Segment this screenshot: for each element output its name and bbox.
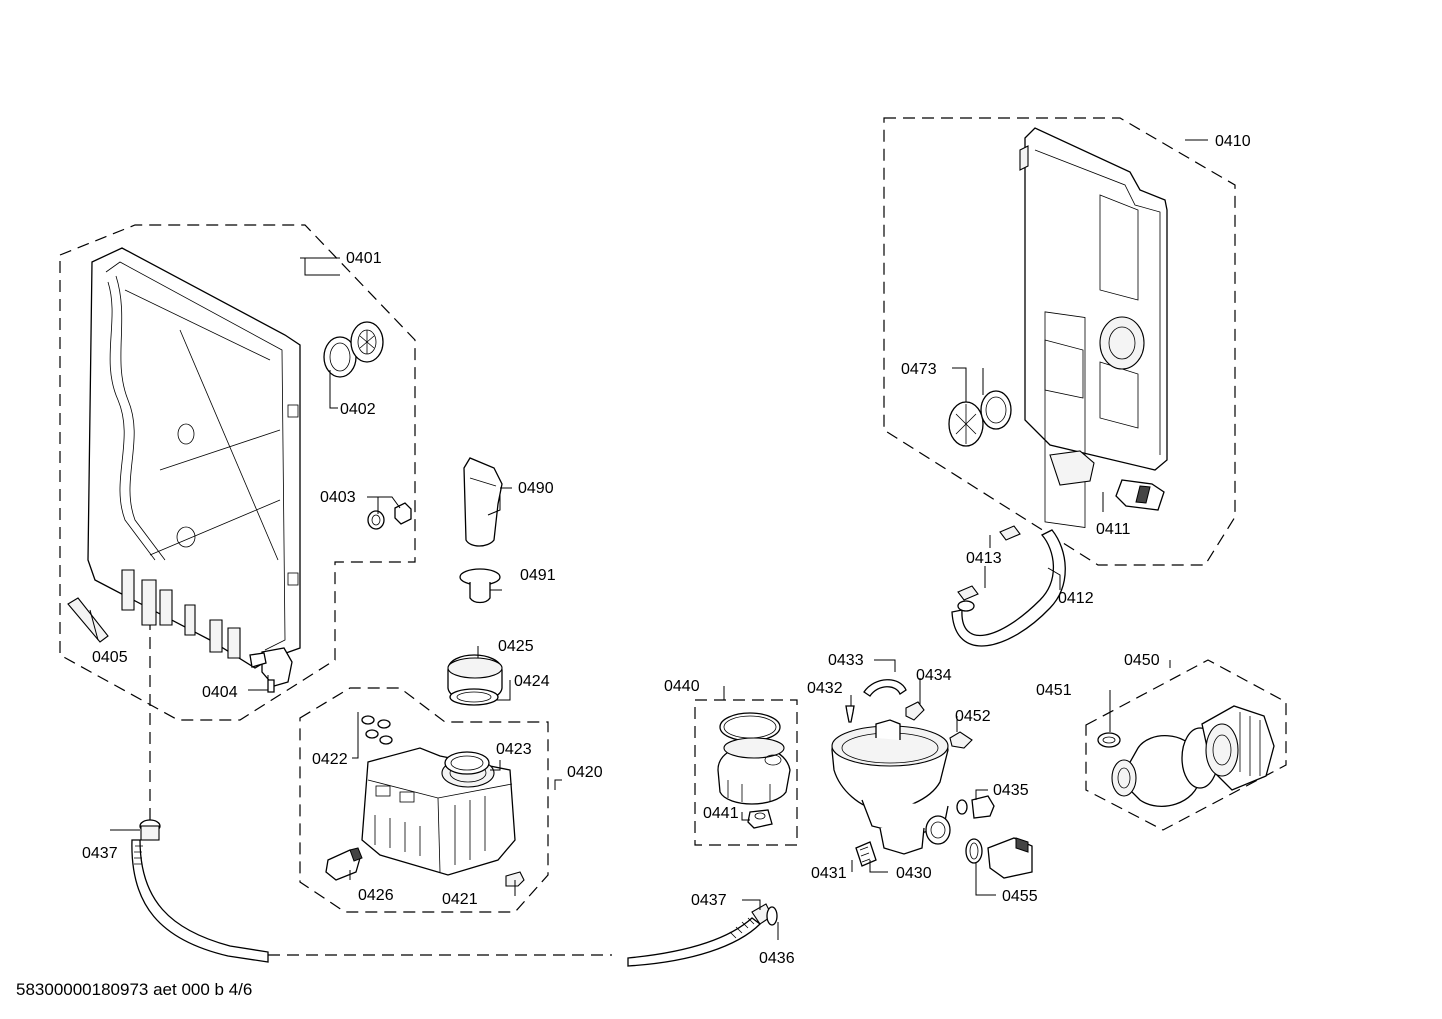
impeller-housing-part-0440 bbox=[717, 712, 791, 805]
seal-set-part-0422 bbox=[361, 715, 393, 745]
label-0491: 0491 bbox=[520, 567, 556, 584]
label-0432: 0432 bbox=[807, 680, 843, 697]
solenoid-part-0426 bbox=[325, 847, 363, 881]
label-0411: 0411 bbox=[1096, 521, 1131, 538]
label-0436: 0436 bbox=[759, 950, 795, 967]
label-0490: 0490 bbox=[518, 480, 554, 497]
label-0455: 0455 bbox=[1002, 888, 1038, 905]
water-pocket-part-0410 bbox=[1019, 127, 1168, 528]
label-0413: 0413 bbox=[966, 550, 1002, 567]
group-outline-0440 bbox=[694, 699, 798, 846]
label-0452: 0452 bbox=[955, 708, 991, 725]
hose-part-0412 bbox=[951, 529, 1066, 647]
label-0402: 0402 bbox=[340, 401, 376, 418]
clamp-part-0451 bbox=[1097, 732, 1121, 748]
group-outline-0450 bbox=[1085, 659, 1287, 831]
water-tank-part bbox=[87, 247, 301, 669]
label-0473: 0473 bbox=[901, 361, 937, 378]
label-0437-right: 0437 bbox=[691, 892, 727, 909]
label-0440: 0440 bbox=[664, 678, 700, 695]
label-0423: 0423 bbox=[496, 741, 532, 758]
label-0404: 0404 bbox=[202, 684, 238, 701]
drain-hose-part-0437-right bbox=[627, 903, 778, 967]
label-0435: 0435 bbox=[993, 782, 1029, 799]
clip-part-0421 bbox=[505, 871, 525, 887]
label-0425: 0425 bbox=[498, 638, 534, 655]
label-0437-left: 0437 bbox=[82, 845, 118, 862]
label-0401: 0401 bbox=[346, 250, 382, 267]
leader-lines bbox=[89, 139, 1208, 940]
clip-part-0405 bbox=[67, 597, 109, 643]
fitting-part-0403 bbox=[367, 502, 412, 530]
label-0433: 0433 bbox=[828, 652, 864, 669]
heat-pump-part-0450 bbox=[1111, 705, 1275, 807]
label-0434: 0434 bbox=[916, 667, 952, 684]
clamp-part-0413 bbox=[957, 525, 1021, 601]
funnel-part-0490 bbox=[463, 457, 503, 547]
label-0424: 0424 bbox=[514, 673, 550, 690]
seal-ring-part-0473 bbox=[948, 390, 1012, 447]
drain-pump-part-0455 bbox=[987, 837, 1033, 879]
sump-part-0430 bbox=[831, 719, 951, 855]
label-0405: 0405 bbox=[92, 649, 128, 666]
label-0450: 0450 bbox=[1124, 652, 1160, 669]
drain-hose-part-0437-left bbox=[131, 819, 269, 963]
seal-part-0423 bbox=[444, 751, 490, 775]
clip-part-0452 bbox=[949, 731, 973, 749]
label-0403: 0403 bbox=[320, 489, 356, 506]
seal-part-0455 bbox=[965, 838, 983, 864]
water-softener-part-0420 bbox=[361, 747, 516, 876]
label-0412: 0412 bbox=[1058, 590, 1094, 607]
label-0431: 0431 bbox=[811, 865, 847, 882]
group-outline-0420 bbox=[299, 687, 549, 913]
label-0426: 0426 bbox=[358, 887, 394, 904]
filter-part-0431 bbox=[855, 841, 877, 867]
group-outline-0410 bbox=[883, 117, 1236, 566]
label-0420: 0420 bbox=[567, 764, 603, 781]
sensor-part-0411 bbox=[1115, 479, 1165, 511]
seal-arc-part-0433 bbox=[863, 679, 907, 697]
valve-part-0404 bbox=[249, 647, 293, 693]
impeller-part-0441 bbox=[747, 809, 773, 829]
label-0422: 0422 bbox=[312, 751, 348, 768]
label-0421: 0421 bbox=[442, 891, 478, 908]
label-0451: 0451 bbox=[1036, 682, 1072, 699]
seal-ring-part-0402 bbox=[323, 321, 384, 378]
label-0430: 0430 bbox=[896, 865, 932, 882]
seal-part-0435 bbox=[956, 795, 995, 819]
drawing-reference-code: 58300000180973 aet 000 b 4/6 bbox=[16, 980, 253, 999]
cap-part-0491 bbox=[459, 568, 501, 604]
clip-part-0434 bbox=[905, 701, 925, 721]
label-0410: 0410 bbox=[1215, 133, 1251, 150]
group-outline-0401 bbox=[59, 224, 416, 721]
screw-part-0432 bbox=[845, 705, 855, 723]
seal-part-0424 bbox=[449, 688, 499, 706]
label-0441: 0441 bbox=[703, 805, 739, 822]
